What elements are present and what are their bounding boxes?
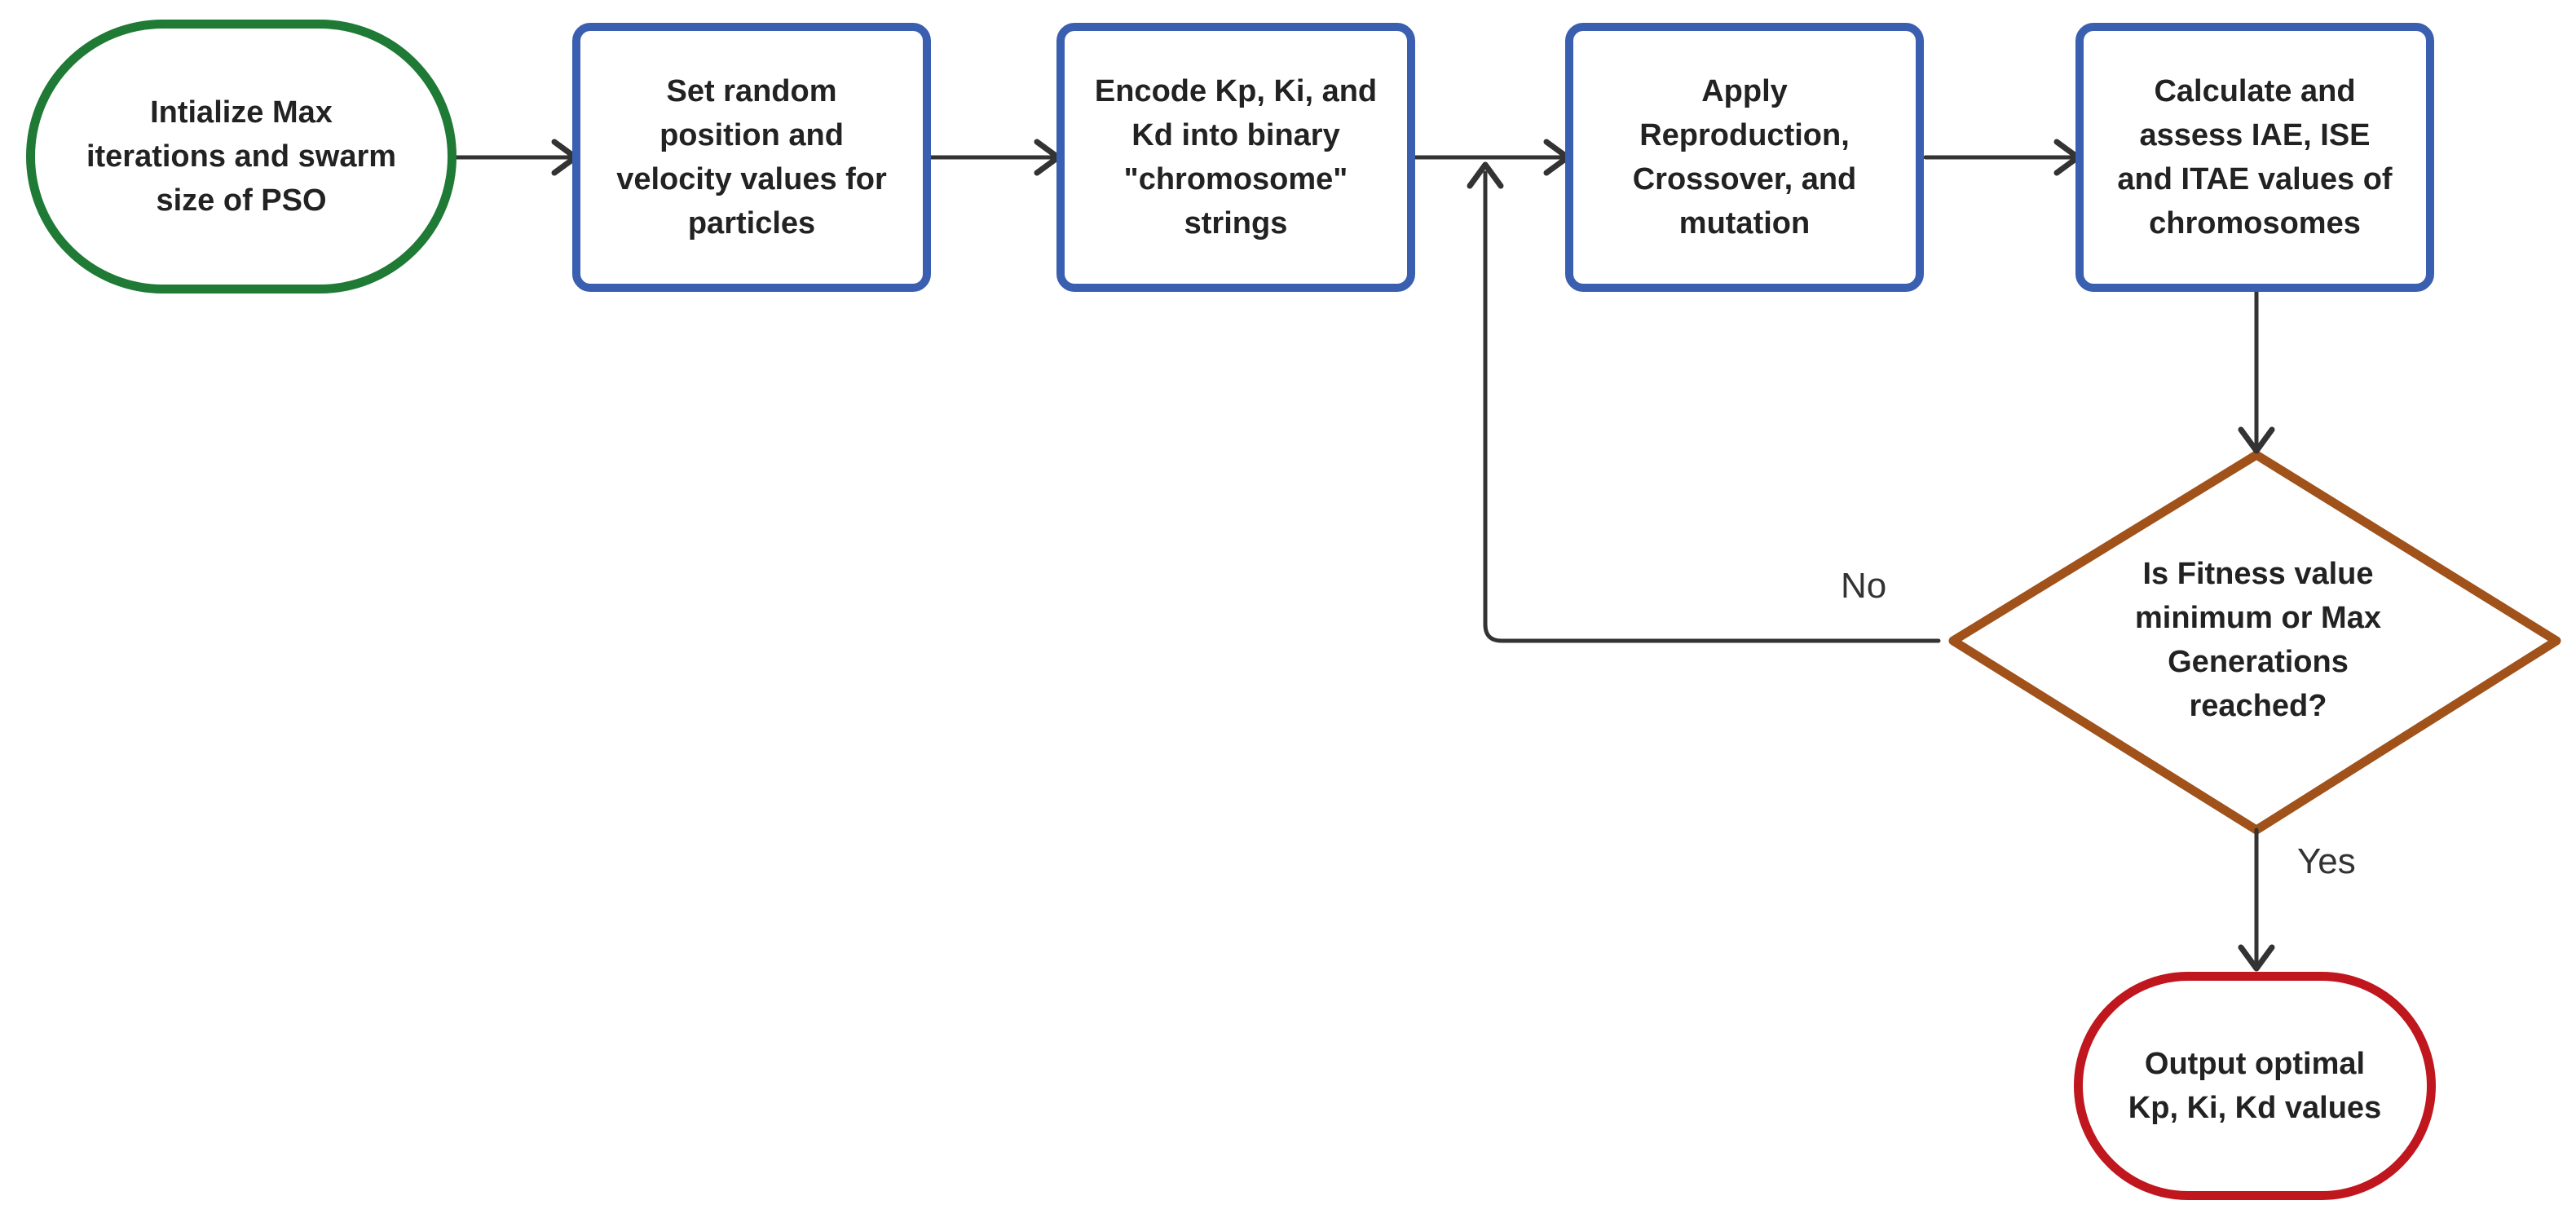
process-calculate-text: Calculate and assess IAE, ISE and ITAE v… <box>2117 74 2393 241</box>
output-terminal-text: Output optimal Kp, Ki, Kd values <box>2128 1047 2382 1125</box>
start-terminal: Intialize Max iterations and swarm size … <box>26 20 457 293</box>
start-terminal-text: Intialize Max iterations and swarm size … <box>86 95 397 218</box>
arrowhead-decision <box>2238 426 2275 454</box>
process-set-random: Set random position and velocity values … <box>572 23 931 292</box>
arrow-no-loop <box>1483 170 1941 643</box>
process-calculate: Calculate and assess IAE, ISE and ITAE v… <box>2075 23 2434 292</box>
edge-label-no: No <box>1841 566 1887 606</box>
process-apply-text: Apply Reproduction, Crossover, and mutat… <box>1632 74 1857 241</box>
process-encode-text: Encode Kp, Ki, and Kd into binary "chrom… <box>1094 74 1378 241</box>
process-encode: Encode Kp, Ki, and Kd into binary "chrom… <box>1056 23 1415 292</box>
arrowhead-output <box>2238 944 2275 972</box>
output-terminal: Output optimal Kp, Ki, Kd values <box>2074 972 2436 1200</box>
process-set-random-text: Set random position and velocity values … <box>616 74 887 241</box>
arrowhead-loop-up <box>1467 161 1504 189</box>
process-apply: Apply Reproduction, Crossover, and mutat… <box>1565 23 1924 292</box>
decision-text: Is Fitness value minimum or Max Generati… <box>2135 557 2381 723</box>
edge-label-yes: Yes <box>2297 841 2356 881</box>
